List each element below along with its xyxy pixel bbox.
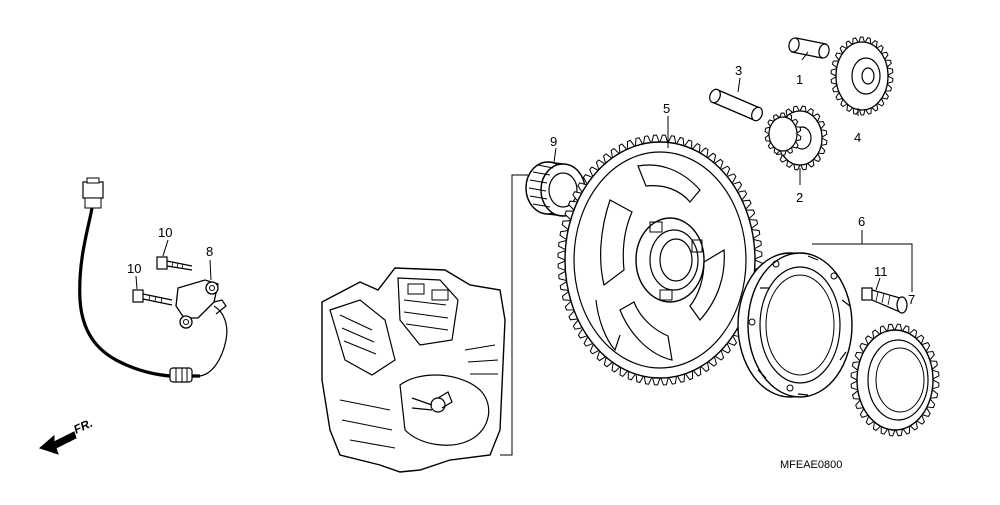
starter-driven-gear: [557, 134, 763, 386]
gear-tooth: [660, 377, 669, 386]
gear-tooth: [557, 249, 566, 261]
part-labels: 1 2 3 4 5 6 7 8 9 10 10 11: [127, 63, 915, 307]
part-label-5: 5: [663, 101, 670, 116]
part-label-7: 7: [908, 292, 915, 307]
wire-connector: [82, 177, 104, 209]
wire-grommet: [169, 367, 193, 383]
part-label-8: 8: [206, 244, 213, 259]
reduction-gear-shaft: [709, 88, 763, 122]
part-label-10-lower: 10: [127, 261, 141, 276]
arrow-left-icon: [39, 431, 77, 455]
starter-idle-gear: [830, 36, 894, 116]
gear-tooth: [651, 377, 661, 386]
part-label-2: 2: [796, 190, 803, 205]
starter-idle-shaft: [788, 37, 830, 59]
leader-lines: [553, 51, 913, 292]
part-label-1: 1: [796, 72, 803, 87]
gear-tooth: [651, 134, 660, 143]
part-label-10-upper: 10: [158, 225, 172, 240]
part-label-6: 6: [858, 214, 865, 229]
clutch-bolt: [861, 287, 908, 314]
bolt-10-lower: [132, 289, 173, 306]
leader-bracket-9: [500, 174, 528, 456]
pulse-generator-sensor: [175, 279, 227, 329]
part-label-3: 3: [735, 63, 742, 78]
one-way-clutch: [850, 323, 940, 437]
front-direction-marker: FR.: [39, 416, 95, 455]
gear-tooth: [754, 248, 763, 260]
part-label-9: 9: [550, 134, 557, 149]
starter-clutch-outer: [737, 252, 853, 398]
bolt-10-upper: [156, 256, 193, 271]
pulse-generator-assembly: [78, 177, 228, 383]
gear-tooth: [557, 260, 566, 272]
diagram-code: MFEAE0800: [780, 459, 842, 471]
engine-crankcase: [321, 267, 506, 473]
part-label-4: 4: [854, 130, 861, 145]
front-marker-text: FR.: [71, 416, 94, 437]
starter-reduction-gear: [764, 105, 828, 171]
part-label-11: 11: [874, 264, 888, 279]
gear-tooth: [659, 134, 669, 143]
